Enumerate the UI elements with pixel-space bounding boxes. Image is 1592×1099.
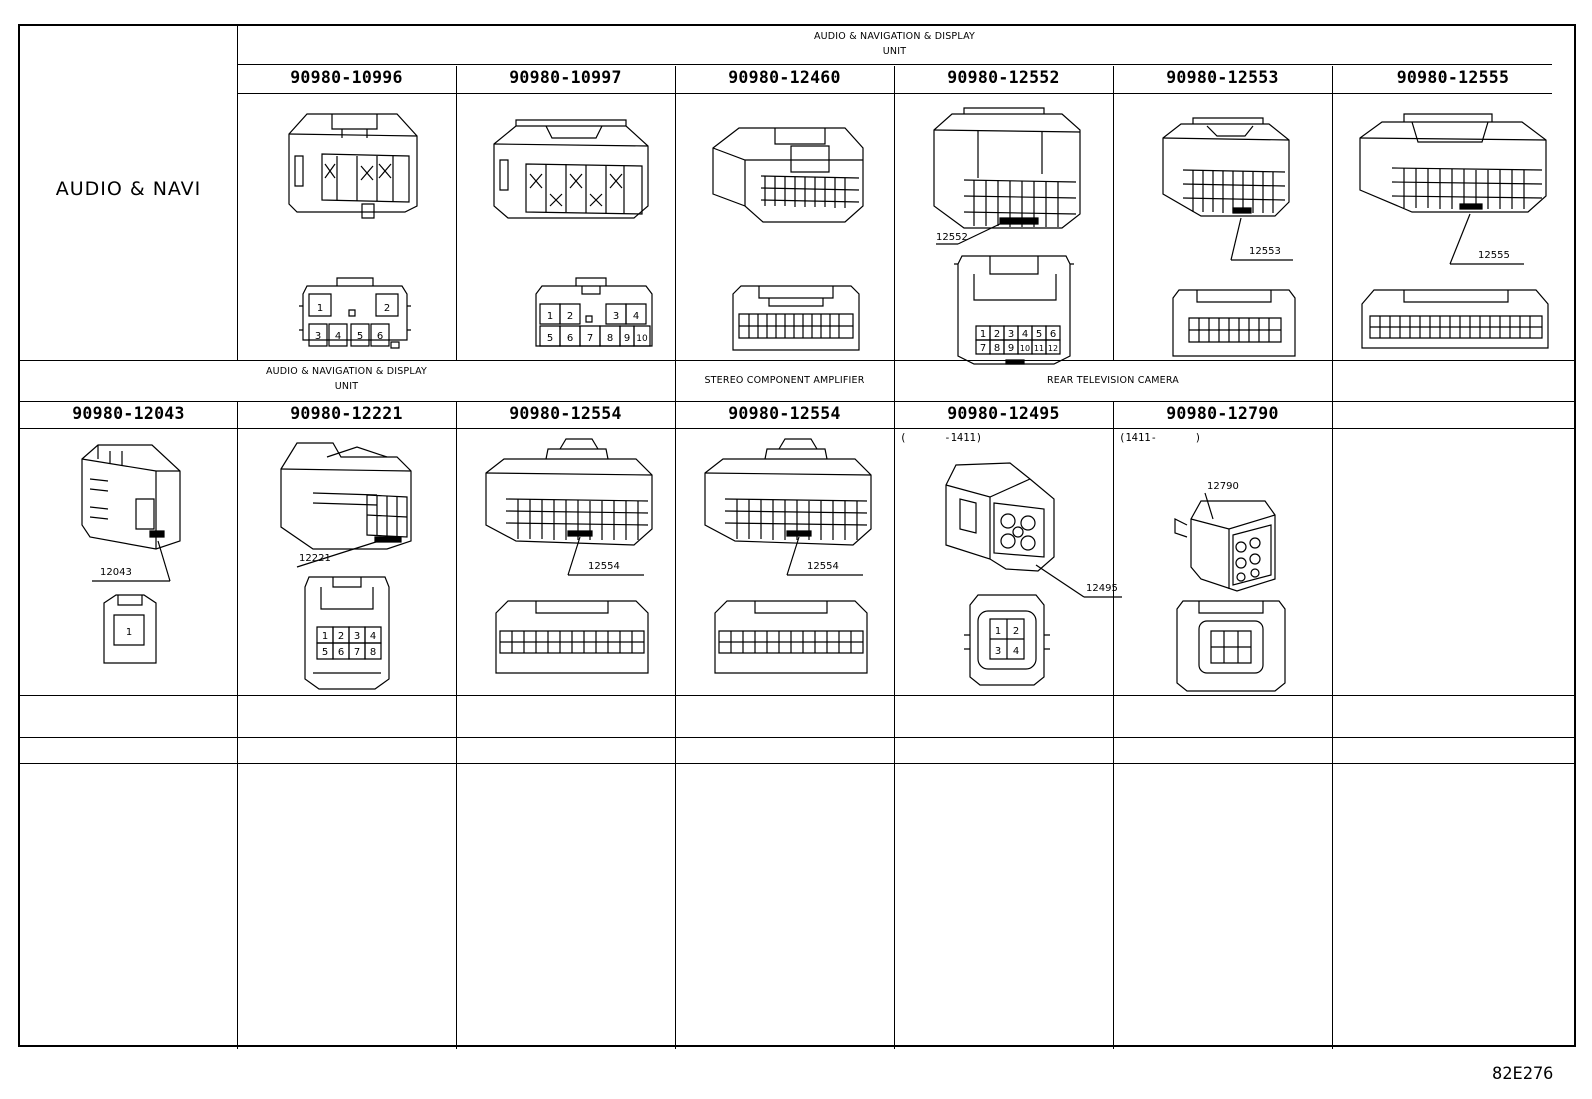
pin-number: 4 [1022,329,1028,340]
pin-number: 1 [322,631,328,642]
pin-number: 5 [547,333,553,344]
connector-drawing-12555: 12555 [1332,94,1574,360]
pin-number: 8 [370,647,376,658]
pin-number: 7 [354,647,360,658]
pin-number: 5 [357,331,363,342]
connector-drawing-12554: 12554 [675,429,894,695]
connector-drawing-12043: 12043 1 [20,429,237,695]
connector-drawing-12790: 12790 [1113,481,1332,695]
part-callout: 12790 [1207,481,1239,492]
pin-number: 8 [607,333,613,344]
date-range-note: (1411- ) [1119,432,1202,444]
part-number: 90980-10997 [509,68,622,87]
connector-drawing-12460 [675,94,894,360]
pin-number: 8 [994,343,1000,354]
part-number: 90980-12221 [290,404,403,423]
pin-number: 3 [613,311,619,322]
pin-number: 4 [335,331,341,342]
pin-number: 1 [317,303,323,314]
part-callout: 12553 [1249,246,1281,257]
row2-unit-header: AUDIO & NAVIGATION & DISPLAY UNIT [265,366,428,392]
part-callout: 12221 [299,553,331,564]
part-number: 90980-12552 [947,68,1060,87]
part-number: 90980-12555 [1396,68,1510,87]
pin-number: 11 [1034,344,1044,353]
part-number: 90980-12790 [1166,404,1279,423]
pin-number: 3 [995,646,1001,657]
pin-number: 10 [636,334,648,344]
part-callout: 12554 [807,561,839,572]
pin-number: 12 [1048,344,1058,353]
pin-number: 3 [1008,329,1014,340]
date-range-note: ( -1411) [900,432,983,444]
part-callout: 12554 [588,561,620,572]
connector-drawing-12554: 12554 [456,429,675,695]
part-number: 90980-12043 [72,404,185,423]
part-number: 90980-12553 [1166,68,1279,87]
pin-number: 7 [587,333,593,344]
pin-number: 3 [354,631,360,642]
pin-number: 6 [567,333,573,344]
row-label: AUDIO & NAVI [55,178,202,200]
connector-drawing-12495: 12495 1 2 3 4 [894,429,1113,695]
pin-number: 9 [624,333,630,344]
pin-number: 6 [1050,329,1056,340]
connector-drawing-10997: 1 2 3 4 5 6 7 8 9 10 [456,94,675,360]
part-number: 90980-12460 [728,68,841,87]
pin-number: 2 [338,631,344,642]
pin-number: 3 [315,331,321,342]
part-callout: 12555 [1478,250,1510,261]
connector-drawing-12553: 12553 [1113,94,1332,360]
part-number: 90980-12554 [509,404,622,423]
pin-number: 10 [1020,344,1030,353]
pin-number: 2 [1013,626,1019,637]
connector-drawing-12221: 12221 1 2 3 4 5 6 7 8 [237,429,456,695]
pin-number: 4 [370,631,376,642]
part-number: 90980-12495 [947,404,1060,423]
pin-number: 1 [547,311,553,322]
pin-number: 2 [384,303,390,314]
connector-drawing-10996: 1 2 3 4 5 6 [237,94,456,360]
pin-number: 2 [567,311,573,322]
part-callout: 12495 [1086,583,1118,594]
part-callout: 12043 [100,567,132,578]
part-number: 90980-10996 [290,68,403,87]
part-number: 90980-12554 [728,404,841,423]
connector-table: AUDIO & NAVI AUDIO & NAVIGATION & DISPLA… [18,24,1576,1049]
part-callout: 12552 [936,232,968,243]
pin-number: 2 [994,329,1000,340]
row2-camera-header: REAR TELEVISION CAMERA [1046,375,1179,386]
pin-number: 9 [1008,343,1014,354]
pin-number: 5 [1036,329,1042,340]
pin-number: 1 [995,626,1001,637]
figure-code: 82E276 [1492,1064,1554,1084]
row1-unit-header: AUDIO & NAVIGATION & DISPLAY UNIT [813,31,976,57]
pin-number: 5 [322,647,328,658]
connector-drawing-12552: 12552 1 2 3 4 5 6 7 8 9 10 11 12 [894,94,1113,360]
pin-number: 4 [633,311,639,322]
pin-number: 7 [980,343,986,354]
pin-number: 1 [980,329,986,340]
pin-number: 1 [126,627,132,638]
pin-number: 4 [1013,646,1019,657]
pin-number: 6 [377,331,383,342]
row2-amplifier-header: STEREO COMPONENT AMPLIFIER [704,375,865,386]
pin-number: 6 [338,647,344,658]
